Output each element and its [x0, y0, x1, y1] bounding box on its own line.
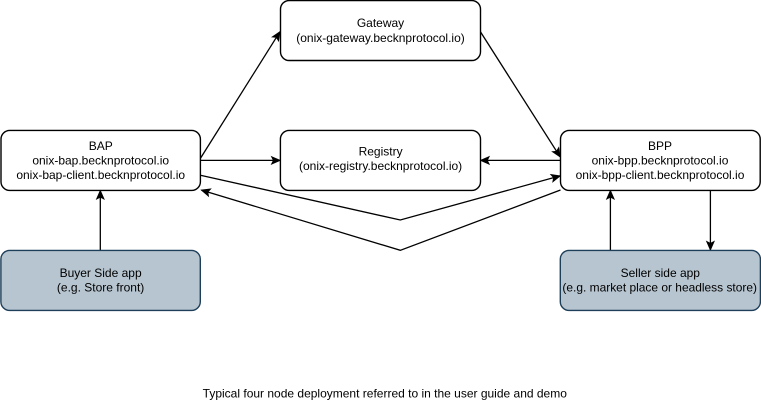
svg-text:BAP: BAP	[89, 139, 113, 153]
svg-text:BPP: BPP	[648, 139, 672, 153]
svg-text:(onix-gateway.becknprotocol.io: (onix-gateway.becknprotocol.io)	[296, 31, 465, 45]
svg-text:Typical four node deployment r: Typical four node deployment referred to…	[203, 387, 568, 401]
svg-text:onix-bap-client.becknprotocol.: onix-bap-client.becknprotocol.io	[16, 168, 185, 182]
svg-text:(e.g. Store front): (e.g. Store front)	[57, 281, 144, 295]
svg-text:Buyer Side app: Buyer Side app	[60, 266, 142, 280]
svg-text:(onix-registry.becknprotocol.i: (onix-registry.becknprotocol.io)	[299, 159, 462, 173]
svg-text:Gateway: Gateway	[357, 16, 404, 30]
svg-text:Registry: Registry	[359, 145, 403, 159]
svg-text:onix-bpp.becknprotocol.io: onix-bpp.becknprotocol.io	[592, 153, 729, 167]
svg-text:onix-bap.becknprotocol.io: onix-bap.becknprotocol.io	[32, 153, 169, 167]
svg-text:Seller side app: Seller side app	[621, 266, 701, 280]
svg-text:(e.g. market place or headless: (e.g. market place or headless store)	[562, 281, 757, 295]
svg-text:onix-bpp-client.becknprotocol.: onix-bpp-client.becknprotocol.io	[576, 168, 745, 182]
